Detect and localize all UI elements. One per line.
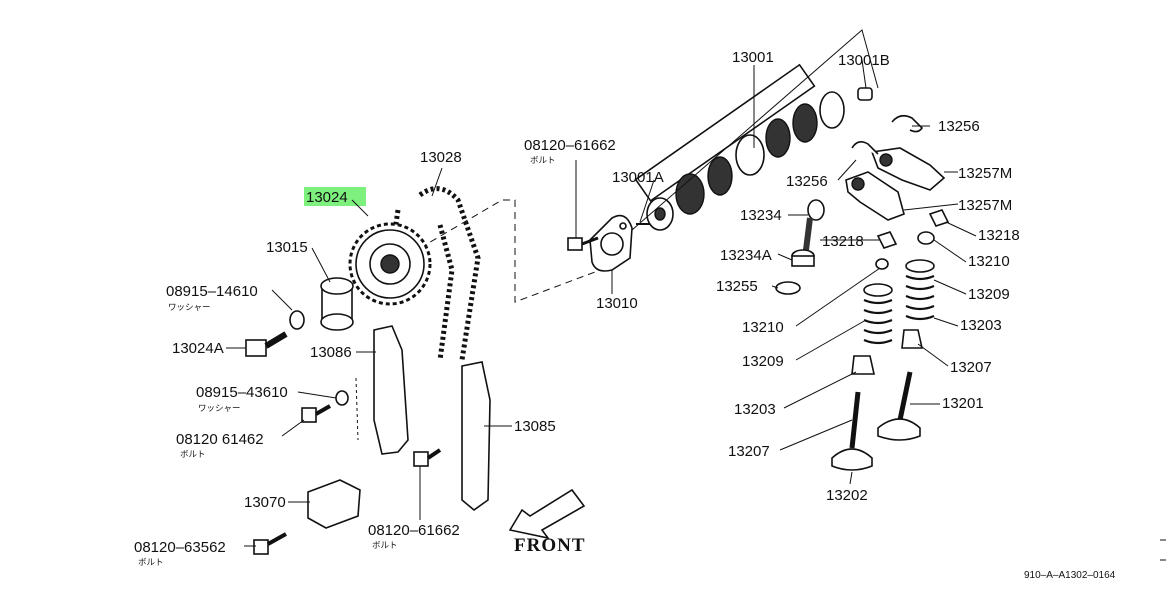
label-13015: 13015 [266,239,308,256]
bushing-13001B[interactable] [857,87,873,101]
label-13202: 13202 [826,487,868,504]
spacer-13015[interactable] [320,277,354,331]
label-13001A: 13001A [612,169,664,186]
sublabel-bolt-lower: ボルト [372,540,398,550]
label-13010: 13010 [596,295,638,312]
highlight-13024 [304,187,366,206]
bolt-13024A[interactable] [245,331,288,357]
label-bolt-08120-61662-upper: 08120–61662 [524,137,616,154]
rocker-arm-13257M-lower[interactable] [845,171,905,221]
tensioner-13070[interactable] [307,479,361,529]
label-13207-left: 13207 [728,443,770,460]
washer-08915-14610[interactable] [289,310,305,330]
label-13255: 13255 [716,278,758,295]
clip-13256-lower[interactable] [851,140,879,155]
sprocket-13024[interactable] [348,222,432,306]
label-bolt-08120-61462: 08120 61462 [176,431,264,448]
retainer-13210-right[interactable] [917,231,935,245]
valve-13201[interactable] [877,371,921,441]
label-13001: 13001 [732,49,774,66]
label-13086: 13086 [310,344,352,361]
label-13218-left: 13218 [822,233,864,250]
label-13028: 13028 [420,149,462,166]
key-13218-right[interactable] [928,209,950,227]
label-bolt-08120-61662-lower: 08120–61662 [368,522,460,539]
label-13210-right: 13210 [968,253,1010,270]
sublabel-bolt-middle: ボルト [180,449,206,459]
label-13257M-lower: 13257M [958,197,1012,214]
label-13218-right: 13218 [978,227,1020,244]
key-13218-left[interactable] [876,231,898,249]
label-13234: 13234 [740,207,782,224]
washer-08915-43610[interactable] [335,390,349,406]
label-13024: 13024 [306,189,348,206]
label-13070: 13070 [244,494,286,511]
diagram-reference-code: 910–A–A1302–0164 [1024,570,1116,581]
sublabel-washer-lower: ワッシャー [198,403,241,413]
spring-13209-right[interactable] [905,259,935,321]
adjust-screw-13234[interactable] [803,199,825,251]
nut-13234A[interactable] [791,249,815,267]
bolt-08120-63562[interactable] [253,532,287,555]
camshaft-13001[interactable] [634,63,845,231]
rocker-arm-13257M-upper[interactable] [870,147,946,191]
front-label: FRONT [514,535,586,556]
label-13234A: 13234A [720,247,772,264]
label-13256-lower: 13256 [786,173,828,190]
label-13001B: 13001B [838,52,890,69]
bolt-08120-61462[interactable] [301,404,331,423]
bolt-08120-61662-lower[interactable] [413,448,442,467]
spring-13209-left[interactable] [863,283,893,345]
sublabel-bolt-upper: ボルト [530,155,556,165]
label-bolt-08120-63562: 08120–63562 [134,539,226,556]
label-13085: 13085 [514,418,556,435]
valve-13202[interactable] [831,391,873,471]
sublabel-washer-upper: ワッシャー [168,302,211,312]
label-washer-08915-43610: 08915–43610 [196,384,288,401]
seal-13207-right[interactable] [901,329,923,349]
tensioner-arm-13086[interactable] [373,325,409,455]
retainer-13210-left-cap[interactable] [875,258,889,270]
chain-guide-13085[interactable] [461,361,491,512]
gasket-13010[interactable] [589,214,633,272]
label-13256-upper: 13256 [938,118,980,135]
label-13203-left: 13203 [734,401,776,418]
seal-13207-left[interactable] [851,355,875,375]
clip-13256-upper[interactable] [891,114,924,133]
label-13209-right: 13209 [968,286,1010,303]
clip-13255[interactable] [775,281,801,295]
label-13203-right: 13203 [960,317,1002,334]
bolt-08120-61662-upper[interactable] [567,236,599,251]
sublabel-bolt-bottom: ボルト [138,557,164,567]
label-13257M-upper: 13257M [958,165,1012,182]
label-13210-left: 13210 [742,319,784,336]
label-13207-right: 13207 [950,359,992,376]
label-13024A: 13024A [172,340,224,357]
label-13201: 13201 [942,395,984,412]
label-washer-08915-14610: 08915–14610 [166,283,258,300]
front-arrow-icon [508,488,586,540]
label-13209-left: 13209 [742,353,784,370]
